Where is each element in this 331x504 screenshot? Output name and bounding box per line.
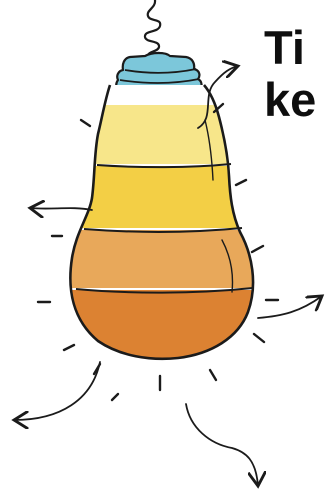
left-arrow (30, 208, 92, 210)
title-line-1: Ti (264, 22, 331, 74)
bulb-band-3 (60, 230, 270, 288)
bulb-glass (60, 84, 270, 370)
bottom-left-arrow (14, 362, 100, 420)
wire-spiral (145, 0, 160, 56)
bulb-band-1 (60, 104, 270, 164)
bottom-arrow (186, 404, 258, 486)
page-title: Ti ke (264, 22, 331, 126)
title-line-2: ke (264, 74, 331, 126)
